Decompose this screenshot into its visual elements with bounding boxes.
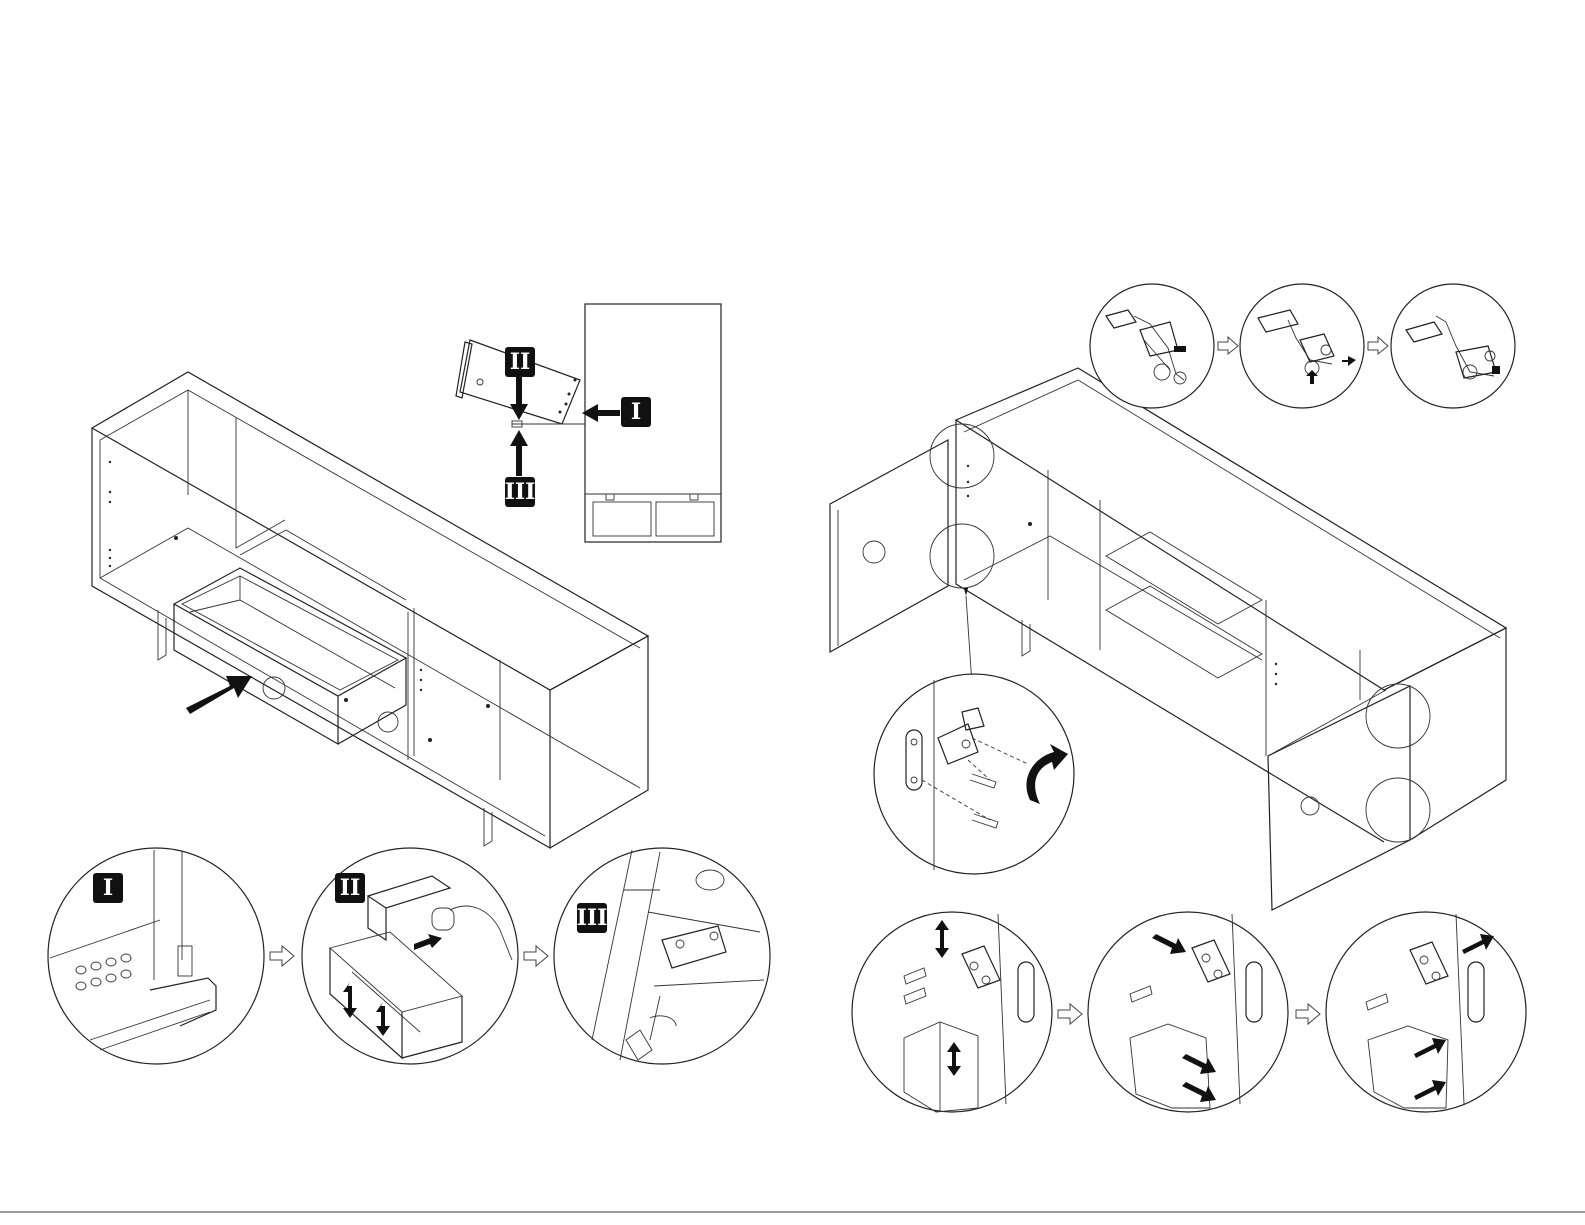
svg-text:III: III <box>505 479 536 505</box>
badge-three-bottom: III <box>577 903 608 933</box>
next-step-arrow-icon <box>1368 337 1388 354</box>
badge-two-top: II <box>505 347 535 377</box>
next-step-arrow-icon <box>270 946 294 966</box>
badge-three-top: III <box>505 477 536 507</box>
svg-text:II: II <box>510 349 531 375</box>
door-adjust-depth <box>1088 912 1288 1112</box>
hinge-detail-one <box>1090 284 1214 408</box>
drawer-detail-step-three: III <box>554 848 770 1064</box>
hinge-detail-two <box>1240 284 1364 408</box>
drawer-detail-step-two: II <box>302 848 518 1064</box>
svg-text:I: I <box>103 875 113 901</box>
cabinet-drawer-illustration: II I III <box>92 304 721 848</box>
hinge-screw-detail <box>874 674 1074 874</box>
badge-one-bottom: I <box>93 873 123 903</box>
svg-text:I: I <box>631 399 641 425</box>
svg-text:II: II <box>340 875 361 901</box>
next-step-arrow-icon <box>1218 337 1238 354</box>
hinge-detail-three <box>1391 284 1515 408</box>
door-adjust-lateral <box>1326 912 1526 1112</box>
svg-text:III: III <box>577 905 608 931</box>
next-step-arrow-icon <box>1058 1004 1082 1024</box>
badge-one-top: I <box>621 397 651 427</box>
badge-two-bottom: II <box>335 873 365 903</box>
door-adjust-vertical <box>852 912 1052 1112</box>
push-arrow-icon <box>186 676 252 714</box>
next-step-arrow-icon <box>524 946 548 966</box>
drawer-detail-step-one: I <box>48 848 264 1064</box>
next-step-arrow-icon <box>1296 1004 1320 1024</box>
